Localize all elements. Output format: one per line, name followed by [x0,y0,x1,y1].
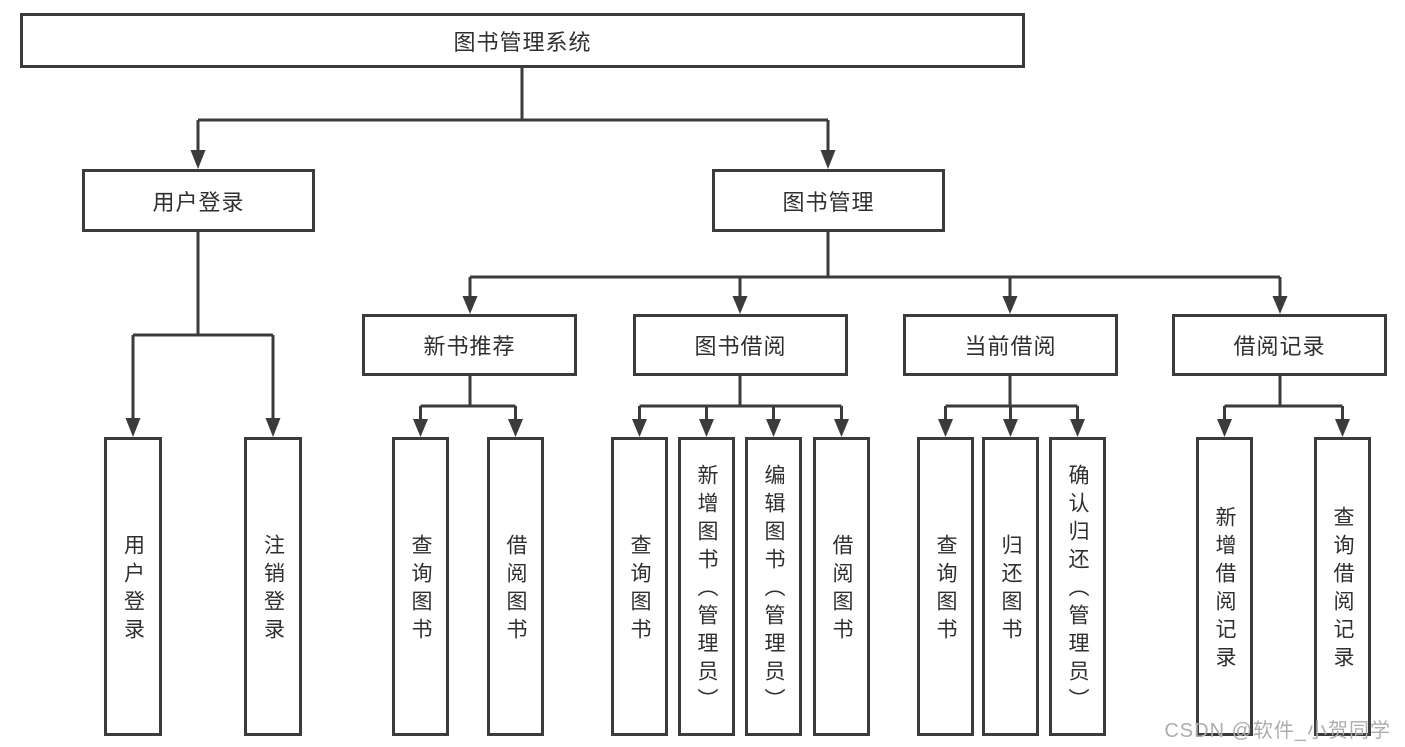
leaf-borrow-add-book-admin-label: 新增图书（管理员） [695,463,718,716]
leaf-borrow-query-book: 查询图书 [611,437,668,736]
leaf-borrow-borrow-book: 借阅图书 [813,437,870,736]
leaf-current-confirm-return-admin: 确认归还（管理员） [1049,437,1106,736]
leaf-borrow-edit-book-admin: 编辑图书（管理员） [745,437,802,736]
leaf-borrow-add-book-admin: 新增图书（管理员） [678,437,735,736]
connector-current-to-leaves [938,376,1085,437]
leaf-newrec-borrow-book-label: 借阅图书 [504,533,527,646]
leaf-current-query-book: 查询图书 [917,437,974,736]
node-new-book-recommend: 新书推荐 [362,314,577,376]
connector-userlogin-to-leaves [125,232,281,437]
node-root: 图书管理系统 [20,13,1025,68]
node-root-label: 图书管理系统 [453,29,592,55]
leaf-logout: 注销登录 [244,437,302,736]
leaf-borrow-query-book-label: 查询图书 [628,533,651,646]
connector-bookmgmt-to-level3 [462,232,1288,314]
leaf-user-login: 用户登录 [104,437,162,736]
connector-newrec-to-leaves [413,376,523,437]
leaf-newrec-query-book: 查询图书 [392,437,449,736]
leaf-record-query-record-label: 查询借阅记录 [1331,505,1354,674]
node-current-borrow: 当前借阅 [903,314,1118,376]
node-borrow-record: 借阅记录 [1172,314,1387,376]
leaf-record-add-record: 新增借阅记录 [1196,437,1253,736]
leaf-current-confirm-return-admin-label: 确认归还（管理员） [1066,463,1089,716]
node-new-book-recommend-label: 新书推荐 [423,334,516,359]
leaf-logout-label: 注销登录 [261,533,285,646]
leaf-current-query-book-label: 查询图书 [934,533,957,646]
node-borrow-record-label: 借阅记录 [1233,334,1326,359]
leaf-record-query-record: 查询借阅记录 [1314,437,1371,736]
node-book-management-label: 图书管理 [782,189,875,215]
leaf-current-return-book-label: 归还图书 [999,533,1022,646]
node-user-login-label: 用户登录 [152,189,245,215]
node-book-borrow-label: 图书借阅 [694,334,787,359]
node-book-management: 图书管理 [712,169,945,232]
leaf-borrow-borrow-book-label: 借阅图书 [830,533,853,646]
connector-root-to-level2 [190,68,836,169]
connector-record-to-leaves [1217,376,1350,437]
leaf-user-login-label: 用户登录 [121,533,145,646]
leaf-newrec-query-book-label: 查询图书 [409,533,432,646]
node-user-login: 用户登录 [82,169,315,232]
csdn-watermark: CSDN @软件_小贺同学 [1164,720,1391,742]
node-current-borrow-label: 当前借阅 [964,334,1057,359]
leaf-newrec-borrow-book: 借阅图书 [487,437,544,736]
leaf-current-return-book: 归还图书 [982,437,1039,736]
leaf-record-add-record-label: 新增借阅记录 [1213,505,1236,674]
node-book-borrow: 图书借阅 [633,314,848,376]
connector-borrow-to-leaves [632,376,849,437]
leaf-borrow-edit-book-admin-label: 编辑图书（管理员） [762,463,785,716]
